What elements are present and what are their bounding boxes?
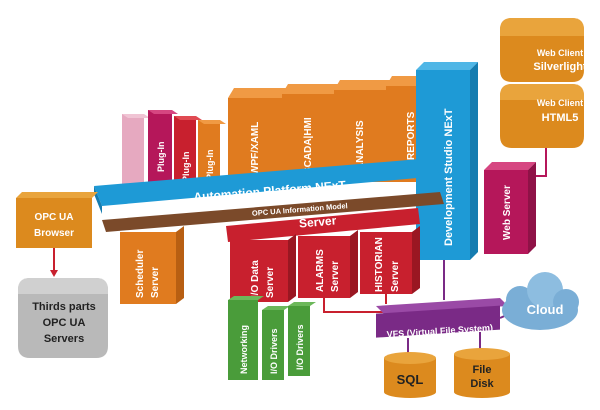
io-drivers-label-2: I/O Drivers <box>295 324 305 370</box>
historian-server-box: HISTORIAN Server <box>360 226 420 294</box>
sql-label: SQL <box>397 372 424 387</box>
third-parts-label-2: OPC UA <box>43 317 86 329</box>
html5-label: HTML5 <box>542 112 579 124</box>
connector-alarms-vfs <box>324 298 386 312</box>
web-server-box: Web Server <box>484 162 536 254</box>
alarms-server-box: ALARMS Server <box>298 230 358 298</box>
networking-label: Networking <box>239 325 249 374</box>
file-disk-label-1: File <box>473 364 492 376</box>
arrow-head <box>50 270 58 277</box>
historian-server-label-1: HISTORIAN <box>374 237 385 292</box>
plugin-shadow-column <box>122 114 150 186</box>
vfs-bar: VFS (Virtual File System) <box>376 298 508 339</box>
plugin-2-label: Plug-In <box>181 152 191 183</box>
scheduler-server-label-1: Scheduler <box>135 250 146 298</box>
plugin-3-label: Plug-In <box>205 150 215 181</box>
file-disk-database: File Disk <box>454 348 510 398</box>
development-studio-label: Development Studio NExT <box>443 108 455 246</box>
io-data-server-label-2: Server <box>265 267 276 298</box>
third-parts-label-3: Servers <box>44 333 84 345</box>
web-server-label: Web Server <box>502 185 513 240</box>
plugin-column-2: Plug-In <box>174 116 202 188</box>
connector-webclient-webserver <box>536 148 546 176</box>
third-parts-label-1: Thirds parts <box>32 301 96 313</box>
sql-database: SQL <box>384 352 436 398</box>
wpf-xaml-box: WPF/XAML <box>228 88 288 184</box>
file-disk-label-2: Disk <box>470 378 494 390</box>
io-data-server-box: I/O Data Server <box>230 234 296 302</box>
io-data-server-label-1: I/O Data <box>250 260 261 298</box>
web-client-silverlight-label: Web Client <box>537 48 583 58</box>
wpf-xaml-label: WPF/XAML <box>250 122 261 175</box>
scheduler-server-label-2: Server <box>150 267 161 298</box>
analysis-label: ANALYSIS <box>355 120 366 170</box>
web-client-html5-label: Web Client <box>537 98 583 108</box>
scheduler-server-box: Scheduler Server <box>120 226 184 304</box>
io-drivers-box-1: I/O Drivers <box>262 306 290 380</box>
io-drivers-box-2: I/O Drivers <box>288 302 316 376</box>
io-drivers-label-1: I/O Drivers <box>269 328 279 374</box>
scada-hmi-label: SCADA|HMI <box>303 117 314 174</box>
silverlight-label: Silverlight <box>533 61 587 73</box>
cloud-shape: Cloud <box>502 272 579 330</box>
plugin-1-label: Plug-In <box>156 142 166 173</box>
web-client-silverlight-box: Web Client Silverlight <box>500 18 587 82</box>
plugin-column-1: Plug-In <box>148 110 178 188</box>
reports-label: REPORTS <box>406 111 417 160</box>
third-parts-opc-ua-servers-box: Thirds parts OPC UA Servers <box>18 278 108 358</box>
alarms-server-label-2: Server <box>330 261 341 292</box>
opc-ua-browser-label-1: OPC UA <box>35 212 74 223</box>
opc-ua-browser-box: OPC UA Browser <box>16 192 98 248</box>
alarms-server-label-1: ALARMS <box>315 249 326 292</box>
web-client-html5-box: Web Client HTML5 <box>500 84 584 148</box>
opc-ua-browser-label-2: Browser <box>34 228 74 239</box>
cloud-label: Cloud <box>527 302 564 317</box>
historian-server-label-2: Server <box>390 261 401 292</box>
networking-box: Networking <box>228 296 264 380</box>
